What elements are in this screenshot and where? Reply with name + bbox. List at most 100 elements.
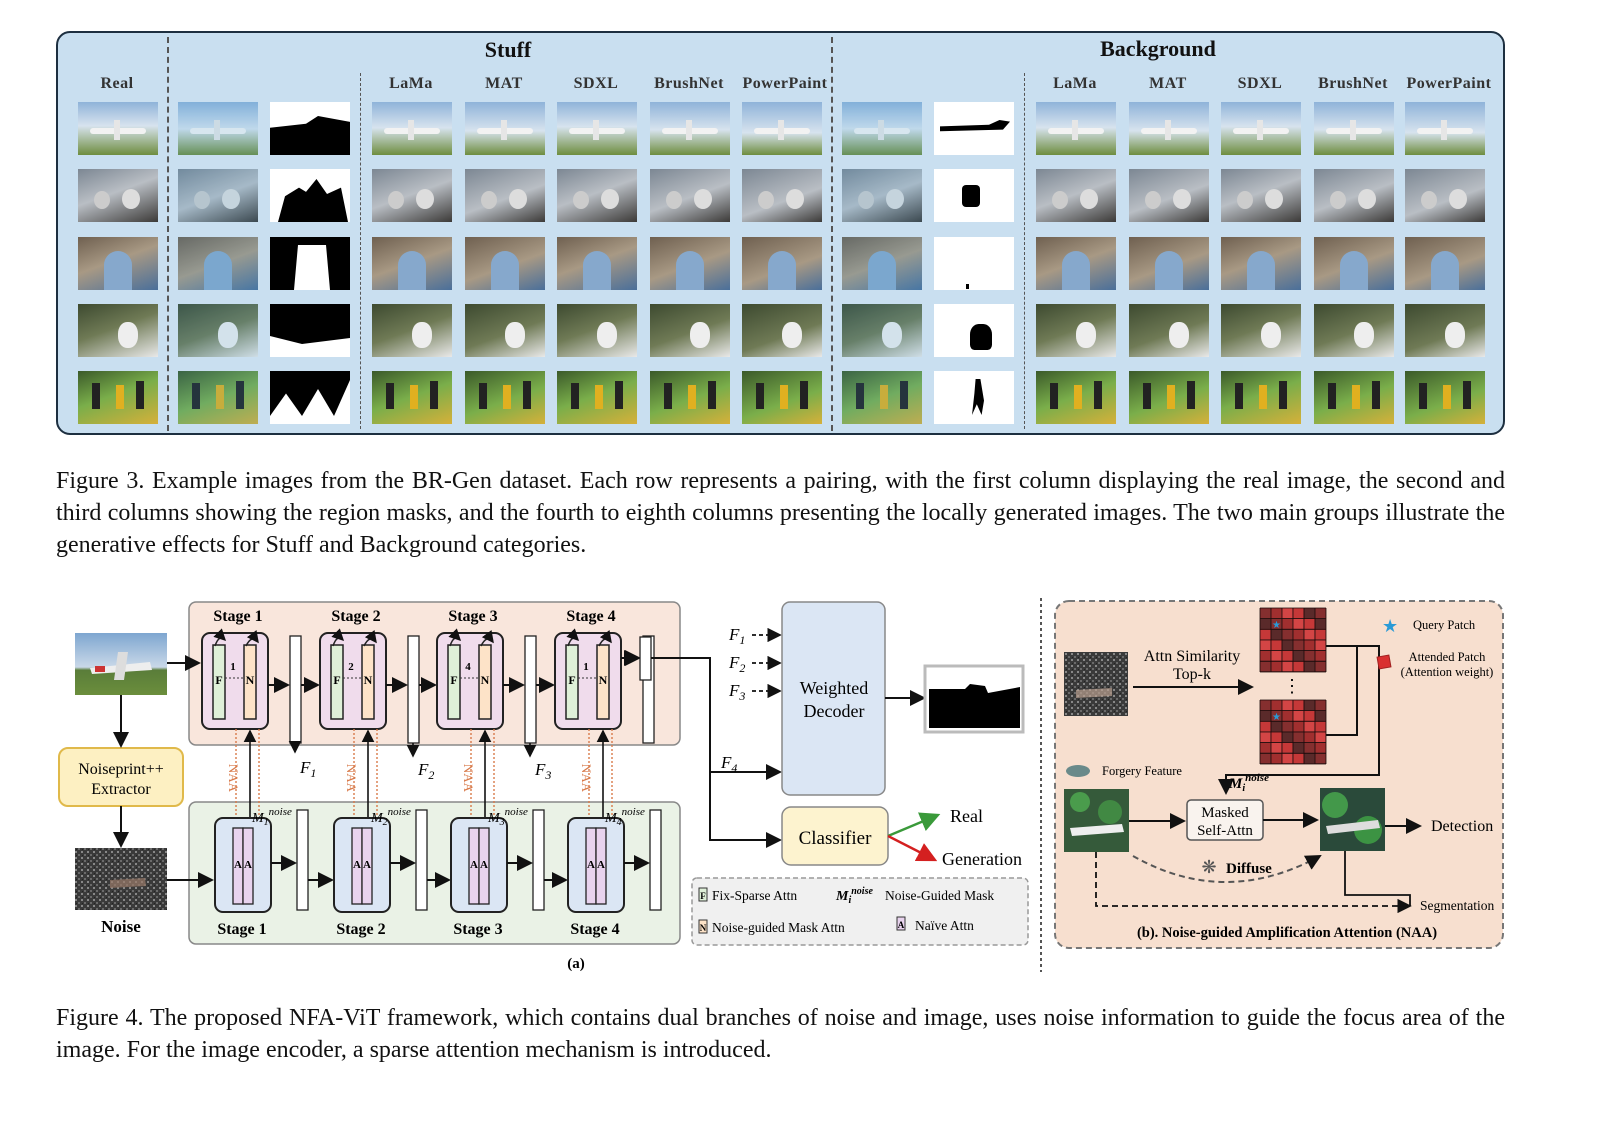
svg-text:A: A — [597, 859, 605, 871]
figure-3-caption: Figure 3. Example images from the BR-Gen… — [56, 468, 1505, 558]
thumbnail-soccer — [1405, 371, 1485, 424]
naa-input-image — [1064, 652, 1128, 716]
thumbnail-archway — [1405, 237, 1485, 290]
stage-label-top: Stage 4 — [566, 608, 615, 625]
stage-label-top: Stage 2 — [331, 608, 380, 625]
svg-text:F: F — [215, 673, 222, 687]
noise-guided-mask-attn-block — [243, 644, 257, 720]
thumbnail-soccer — [1129, 371, 1209, 424]
svg-text:4: 4 — [465, 661, 471, 673]
thumbnail-teapots — [1314, 169, 1394, 222]
output-generation-label: Generation — [942, 849, 1022, 869]
input-image — [75, 633, 167, 695]
query-patch-star-icon: ★ — [1382, 616, 1398, 636]
thumbnail-squirrel — [1314, 304, 1394, 357]
col-header: BrushNet — [654, 75, 724, 92]
svg-text:1: 1 — [230, 661, 236, 673]
naa-label: NAA — [461, 764, 476, 793]
group-title-background: Background — [1100, 36, 1216, 61]
col-header: PowerPaint — [742, 75, 828, 92]
fix-sparse-attn-block — [447, 644, 461, 720]
attn-similarity-label-1: Attn Similarity — [1144, 648, 1240, 665]
svg-text:A: A — [898, 920, 905, 930]
forgery-feature-label: Forgery Feature — [1102, 764, 1182, 778]
thumbnail-soccer — [934, 371, 1014, 424]
thumbnail-squirrel — [270, 304, 350, 357]
thumbnail-archway — [372, 237, 452, 290]
thumbnail-squirrel — [78, 304, 158, 357]
thumbnail-archway — [1129, 237, 1209, 290]
diffuse-label: Diffuse — [1226, 861, 1272, 877]
col-header-real: Real — [100, 75, 134, 92]
svg-text:A: A — [363, 859, 371, 871]
stage-label-bottom: Stage 4 — [570, 921, 619, 938]
legend-box — [691, 877, 1029, 946]
thumbnail-soccer — [1221, 371, 1301, 424]
col-header: MAT — [1149, 75, 1187, 92]
svg-text:★: ★ — [1272, 712, 1281, 723]
stage-label-top: Stage 1 — [213, 608, 262, 625]
thumbnail-airplane — [270, 102, 350, 155]
thumbnail-airplane — [78, 102, 158, 155]
decoder-label-1: Weighted — [800, 678, 869, 698]
thumbnail-teapots — [842, 169, 922, 222]
thumbnail-soccer — [372, 371, 452, 424]
output-mask — [923, 664, 1025, 734]
thumbnail-archway — [1314, 237, 1394, 290]
col-header: SDXL — [1237, 75, 1283, 92]
classifier-label: Classifier — [799, 828, 872, 849]
thumbnail-airplane — [372, 102, 452, 155]
thumbnail-archway — [78, 237, 158, 290]
svg-text:A: A — [244, 859, 252, 871]
noise-image — [75, 848, 167, 910]
thumbnail-soccer — [178, 371, 258, 424]
thumbnail-squirrel — [1221, 304, 1301, 357]
thumbnail-airplane — [1036, 102, 1116, 155]
svg-text:A: A — [234, 859, 242, 871]
stage-label-top: Stage 3 — [448, 608, 497, 625]
col-header: PowerPaint — [1406, 75, 1492, 92]
mask-noise-label: M3noise — [487, 806, 528, 828]
legend-fix-sparse: Fix-Sparse Attn — [712, 888, 797, 903]
svg-text:A: A — [470, 859, 478, 871]
divider-stuff-mask — [360, 73, 361, 429]
svg-text:2: 2 — [348, 661, 354, 673]
detection-output-image — [1320, 788, 1385, 851]
thumbnail-soccer — [557, 371, 637, 424]
col-header: SDXL — [573, 75, 619, 92]
thumbnail-squirrel — [650, 304, 730, 357]
svg-text:N: N — [481, 673, 490, 687]
thumbnail-airplane — [178, 102, 258, 155]
thumbnail-squirrel — [1129, 304, 1209, 357]
thumbnail-archway — [557, 237, 637, 290]
svg-text:1: 1 — [583, 661, 589, 673]
thumbnail-squirrel — [934, 304, 1014, 357]
attn-similarity-label-2: Top-k — [1173, 666, 1211, 683]
thumbnail-teapots — [1405, 169, 1485, 222]
thumbnail-teapots — [1129, 169, 1209, 222]
attended-patch-icon — [1376, 654, 1392, 670]
thumbnail-airplane — [742, 102, 822, 155]
thumbnail-squirrel — [178, 304, 258, 357]
thumbnail-teapots — [934, 169, 1014, 222]
thumbnail-soccer — [650, 371, 730, 424]
naa-label: NAA — [579, 764, 594, 793]
thumbnail-soccer — [842, 371, 922, 424]
svg-text:N: N — [246, 673, 255, 687]
naa-panel-title: (b). Noise-guided Amplification Attentio… — [1137, 925, 1437, 941]
thumbnail-airplane — [1405, 102, 1485, 155]
thumbnail-soccer — [742, 371, 822, 424]
figure-3-panel: Stuff Background Real LaMa MAT SDXL Brus… — [56, 31, 1505, 435]
thumbnail-archway — [465, 237, 545, 290]
thumbnail-airplane — [465, 102, 545, 155]
thumbnail-teapots — [78, 169, 158, 222]
divider-real — [167, 37, 169, 431]
thumbnail-teapots — [650, 169, 730, 222]
thumbnail-airplane — [1129, 102, 1209, 155]
